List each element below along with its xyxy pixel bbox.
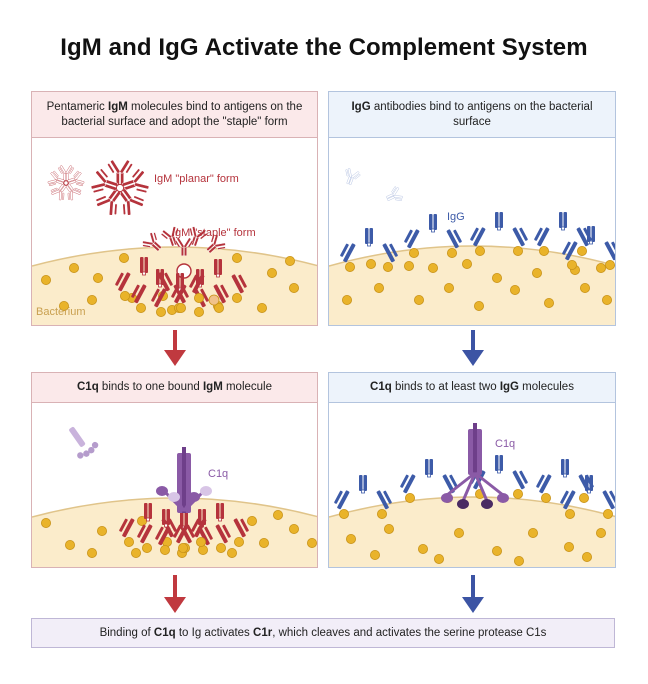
- c1q-igm-illustration: C1q: [32, 426, 317, 567]
- panel-igg-binding-caption: IgG antibodies bind to antigens on the b…: [329, 92, 615, 138]
- c1q-stem-igm: [177, 447, 191, 513]
- igm-planar-form-arm-4: [90, 168, 119, 194]
- igm-planar-small-arm-2: [65, 183, 82, 201]
- antigen-dots-2: [341, 259, 612, 311]
- igg-c1q-bound-0: [334, 475, 392, 519]
- igm-staple-top-4: [174, 237, 194, 256]
- summary-box: Binding of C1q to Ig activates C1r, whic…: [31, 618, 615, 648]
- igm-planar-form: [90, 159, 150, 216]
- arrow-down-red-1: [164, 330, 186, 366]
- igm-staple-top-2: [189, 226, 208, 247]
- igg-c1q-bound-4: [560, 475, 615, 519]
- bacterium-2: [329, 245, 615, 325]
- igg-free-2: [386, 186, 403, 201]
- label-igm-staple: IgM "staple" form: [172, 227, 256, 239]
- page-title: IgM and IgG Activate the Complement Syst…: [60, 34, 588, 61]
- igm-planar-small-arm-3: [50, 183, 67, 201]
- igm-staple-top-0: [142, 232, 162, 252]
- arrow-down-red-2: [164, 575, 186, 613]
- igg-binding-illustration: IgG: [329, 168, 615, 325]
- igg-bound-4: [562, 226, 615, 270]
- c1q-stem-igg: [468, 423, 482, 475]
- igm-staple-top-3: [206, 234, 226, 254]
- c1q-free: [69, 426, 99, 459]
- igm-c1q-arm-4: [191, 503, 249, 547]
- antigen-dots-4: [345, 524, 606, 566]
- bacterium-4: [329, 496, 615, 567]
- arrow-down-blue-2: [462, 575, 484, 613]
- panel-igm-binding-caption: Pentameric IgM molecules bind to antigen…: [32, 92, 317, 138]
- igm-planar-form-arm-2: [118, 188, 145, 216]
- label-bacterium: Bacterium: [36, 306, 86, 318]
- label-igg: IgG: [447, 211, 465, 223]
- c1q-igg-illustration: C1q: [329, 423, 615, 567]
- igg-bound-0: [340, 228, 398, 272]
- igg-bound-3: [534, 212, 592, 256]
- label-igm-planar: IgM "planar" form: [154, 173, 239, 185]
- igg-bound-1: [404, 214, 462, 258]
- igm-planar-small: [47, 165, 85, 201]
- igm-staple-top-1: [160, 226, 179, 247]
- panel-igg-binding: IgG antibodies bind to antigens on the b…: [328, 91, 616, 326]
- igm-planar-form-arm-0: [107, 159, 133, 186]
- label-c1q-igm: C1q: [208, 468, 228, 480]
- panel-c1q-igg: C1q binds to at least two IgG molecules …: [328, 372, 616, 568]
- igm-staple-arm-4: [189, 259, 247, 303]
- igm-planar-form-arm-3: [95, 188, 122, 216]
- c1q-igg-complex: [441, 423, 509, 509]
- igg-bound-2: [470, 212, 528, 256]
- label-c1q-igg: C1q: [495, 438, 515, 450]
- igm-staple-form: [115, 226, 247, 317]
- igm-staple-c1q: [119, 447, 249, 555]
- panel-igm-binding: Pentameric IgM molecules bind to antigen…: [31, 91, 318, 326]
- igm-staple-arm-3: [171, 269, 229, 313]
- arrow-down-blue-1: [462, 330, 484, 366]
- igm-planar-small-arm-0: [58, 165, 74, 181]
- igm-planar-small-arm-1: [67, 170, 85, 186]
- panel-c1q-igm-caption: C1q binds to one bound IgM molecule: [32, 373, 317, 403]
- igm-planar-small-arm-4: [47, 170, 65, 186]
- igg-free-1: [345, 168, 361, 186]
- panel-c1q-igm: C1q binds to one bound IgM molecule C1q: [31, 372, 318, 568]
- panel-c1q-igg-caption: C1q binds to at least two IgG molecules: [329, 373, 615, 403]
